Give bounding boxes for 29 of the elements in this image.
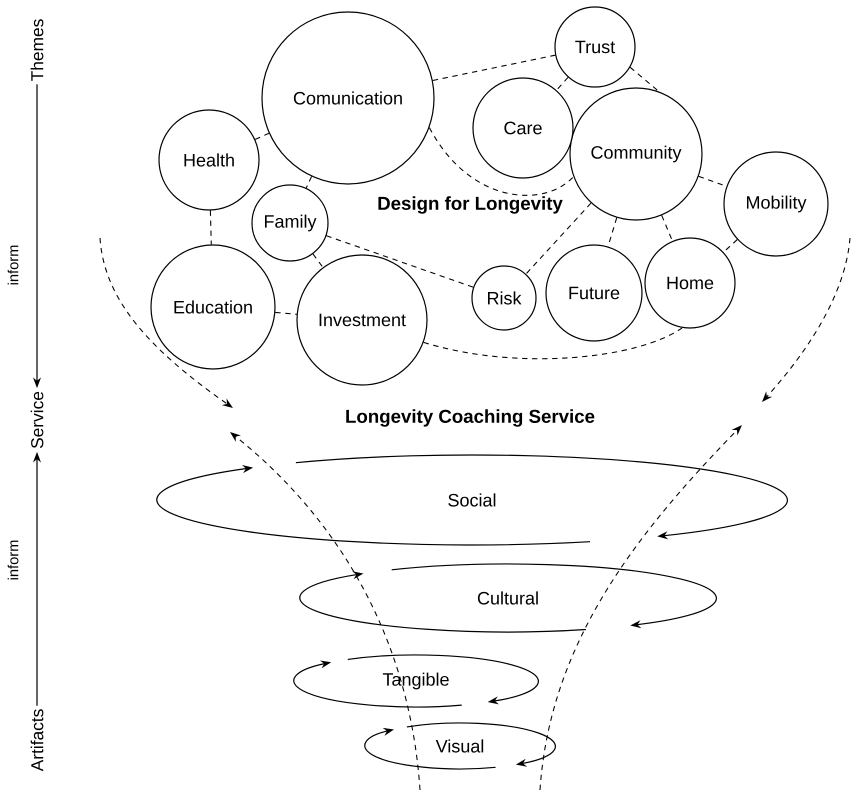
connector-line bbox=[275, 312, 297, 315]
connector-line bbox=[723, 239, 738, 253]
connector-line bbox=[556, 76, 568, 91]
connector-line bbox=[306, 176, 312, 188]
connector-line bbox=[661, 215, 673, 242]
level-label: Artifacts bbox=[30, 709, 44, 772]
connector-line bbox=[428, 127, 574, 196]
edge-label: inform bbox=[6, 243, 20, 287]
connector-line bbox=[630, 66, 660, 92]
connector-line bbox=[526, 202, 592, 274]
connector-line bbox=[210, 210, 212, 244]
connector-line bbox=[326, 235, 474, 288]
node-label: Social bbox=[448, 493, 496, 507]
node-label: Cultural bbox=[478, 591, 538, 605]
level-label: Themes bbox=[30, 19, 44, 81]
level-label: Service bbox=[30, 392, 44, 448]
connector-line bbox=[312, 254, 324, 268]
cycle-loop: Social bbox=[156, 454, 788, 546]
connector-line bbox=[255, 132, 270, 140]
cycle-loop: Visual bbox=[364, 722, 556, 770]
heading: Longevity Coaching Service bbox=[346, 409, 594, 427]
connector-line bbox=[432, 54, 556, 81]
cycle-loop: Cultural bbox=[299, 563, 716, 633]
cycle-loop: Tangible bbox=[293, 654, 539, 708]
connector-line bbox=[424, 327, 682, 360]
heading: Design for Longevity bbox=[378, 196, 563, 214]
node-label: Visual bbox=[436, 739, 484, 753]
node-label: Tangible bbox=[382, 672, 449, 690]
edge-label: inform bbox=[6, 538, 20, 582]
